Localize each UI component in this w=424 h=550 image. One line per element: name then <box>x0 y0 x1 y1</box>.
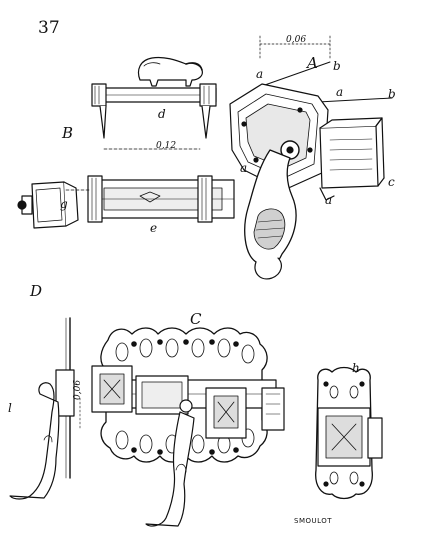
label-a-4: a <box>325 193 333 207</box>
label-l: l <box>8 401 12 415</box>
label-g: g <box>60 197 68 211</box>
label-d: d <box>158 107 166 121</box>
dimension-top: 0,06 <box>286 35 307 45</box>
dimension-left: 0,06 <box>73 379 83 400</box>
label-figure-a: A <box>307 54 318 72</box>
figure-c-lock-plate <box>91 327 285 527</box>
lion-figure <box>137 56 203 87</box>
label-figure-c: C <box>190 310 202 328</box>
plate-number: 37 <box>38 18 60 38</box>
label-b-2: b <box>388 87 396 101</box>
figure-l-leg <box>9 317 81 500</box>
label-figure-b: B <box>62 124 74 142</box>
label-figure-d-script: D <box>30 282 43 300</box>
bolt-block <box>319 125 379 189</box>
dimension-middle: 0,12 <box>156 141 177 151</box>
figure-g-end-cap <box>17 181 91 229</box>
label-h: h <box>352 361 360 375</box>
figure-d-lion-bar <box>91 56 217 150</box>
figure-e-strap <box>87 175 235 223</box>
label-a-1: a <box>256 67 264 81</box>
label-e: e <box>150 221 158 235</box>
label-a-2: a <box>336 85 344 99</box>
figure-h-small-plate <box>315 366 383 500</box>
figure-a-lock <box>229 35 393 280</box>
label-a-3: a <box>240 161 248 175</box>
label-c: c <box>388 175 395 189</box>
engraver-signature: SMOULOT <box>294 517 333 525</box>
label-b-1: b <box>333 59 341 73</box>
